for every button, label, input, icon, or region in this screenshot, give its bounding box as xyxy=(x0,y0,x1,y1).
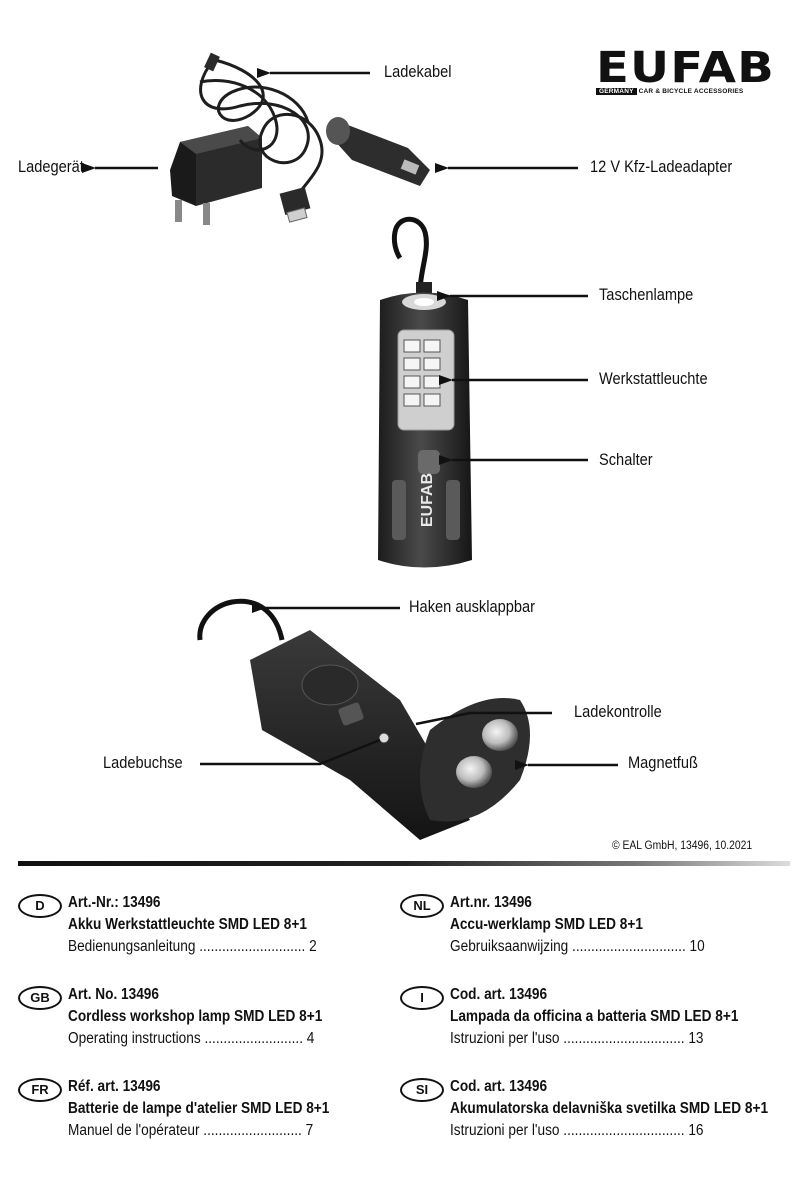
callout-arrows xyxy=(82,68,618,770)
usb-plug-image xyxy=(279,187,311,223)
product-title: Cordless workshop lamp SMD LED 8+1 xyxy=(68,1008,323,1025)
article-number: Art. No. 13496 xyxy=(68,986,159,1003)
article-number: Art.nr. 13496 xyxy=(450,894,532,911)
product-title: Akku Werkstattleuchte SMD LED 8+1 xyxy=(68,916,307,933)
language-badge: NL xyxy=(400,894,444,918)
article-number: Réf. art. 13496 xyxy=(68,1078,161,1095)
callout-taschenlampe: Taschenlampe xyxy=(599,285,694,304)
cable-image xyxy=(199,58,324,201)
callout-ladekabel: Ladekabel xyxy=(384,62,452,81)
manual-reference: Gebruiksaanwijzing .....................… xyxy=(450,938,705,955)
article-number: Cod. art. 13496 xyxy=(450,1078,548,1095)
car-adapter-image xyxy=(326,117,430,186)
callout-haken: Haken ausklappbar xyxy=(409,597,535,616)
language-badge: D xyxy=(18,894,62,918)
manual-reference: Manuel de l'opérateur ..................… xyxy=(68,1122,314,1139)
product-title: Akumulatorska delavniška svetilka SMD LE… xyxy=(450,1100,769,1117)
lamp-brand-label: EUFAB xyxy=(419,473,436,527)
article-number: Art.-Nr.: 13496 xyxy=(68,894,161,911)
product-illustration: EUFAB xyxy=(82,52,618,840)
language-badge: FR xyxy=(18,1078,62,1102)
manual-reference: Bedienungsanleitung ....................… xyxy=(68,938,317,955)
language-badge: SI xyxy=(400,1078,444,1102)
callout-kfz-ladeadapter: 12 V Kfz-Ladeadapter xyxy=(590,157,733,176)
brand-tagline: CAR & BICYCLE ACCESSORIES xyxy=(638,88,744,95)
language-badge: I xyxy=(400,986,444,1010)
callout-schalter: Schalter xyxy=(599,450,653,469)
divider xyxy=(18,861,790,866)
brand-logo: EUFAB GERMANY CAR & BICYCLE ACCESSORIES xyxy=(596,46,792,95)
product-title: Accu-werklamp SMD LED 8+1 xyxy=(450,916,643,933)
brand-name: EUFAB xyxy=(596,43,775,93)
manual-reference: Istruzioni per l'uso ...................… xyxy=(450,1030,704,1047)
brand-country: GERMANY xyxy=(596,88,637,95)
callout-ladekontrolle: Ladekontrolle xyxy=(574,702,662,721)
charger-image xyxy=(170,126,262,225)
callout-werkstattleuchte: Werkstattleuchte xyxy=(599,369,708,388)
brand-tagline-row: GERMANY CAR & BICYCLE ACCESSORIES xyxy=(596,88,792,95)
manual-reference: Istruzioni per l'uso ...................… xyxy=(450,1122,704,1139)
language-badge: GB xyxy=(18,986,62,1010)
manual-reference: Operating instructions .................… xyxy=(68,1030,315,1047)
callout-ladebuchse: Ladebuchse xyxy=(103,753,183,772)
product-title: Batterie de lampe d'atelier SMD LED 8+1 xyxy=(68,1100,330,1117)
product-title: Lampada da officina a batteria SMD LED 8… xyxy=(450,1008,739,1025)
article-number: Cod. art. 13496 xyxy=(450,986,548,1003)
workshop-lamp-front: EUFAB xyxy=(378,216,472,568)
workshop-lamp-back xyxy=(197,598,530,840)
callout-ladegeraet: Ladegerät xyxy=(18,157,84,176)
callout-magnetfuss: Magnetfuß xyxy=(628,753,698,772)
cable-plug-small xyxy=(204,52,220,72)
copyright-note: © EAL GmbH, 13496, 10.2021 xyxy=(612,840,753,852)
